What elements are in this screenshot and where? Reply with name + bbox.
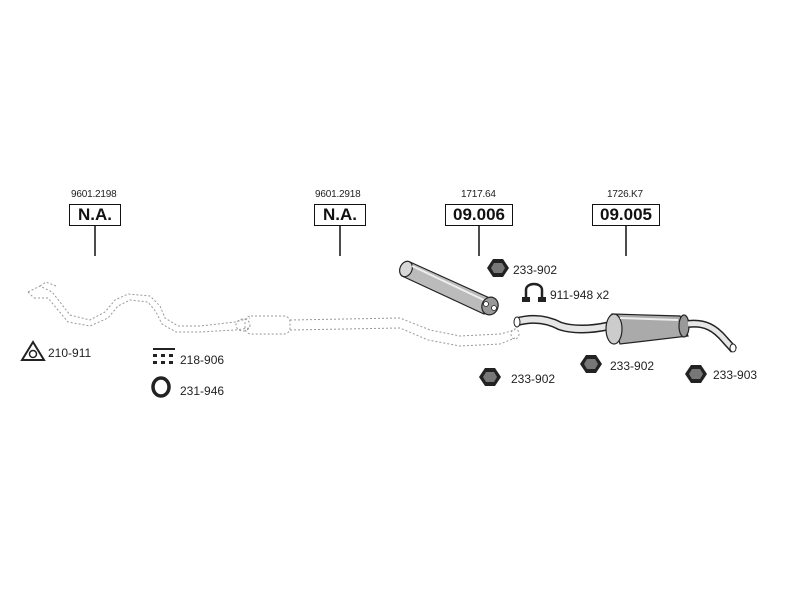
middle-pipe-not-available (244, 315, 520, 347)
assembly-ref-1: 9601.2198 (71, 189, 117, 200)
gasket-triangle-icon (20, 340, 46, 361)
rubber-hanger-icon (487, 259, 509, 277)
assembly-code-4[interactable]: 09.005 (592, 204, 660, 226)
part-label-210-911[interactable]: 210-911 (48, 346, 92, 360)
assembly-ref-3: 1717.64 (461, 189, 496, 200)
assembly-ref-2: 9601.2918 (315, 189, 361, 200)
front-pipe-not-available (27, 281, 251, 333)
part-label-233-902-middle[interactable]: 233-902 (610, 359, 655, 373)
part-label-233-902-bottom[interactable]: 233-902 (511, 372, 556, 386)
pipe-clamp-icon (522, 282, 546, 302)
part-label-911-948[interactable]: 911-948 x2 (550, 288, 610, 302)
assembly-code-2[interactable]: N.A. (314, 204, 366, 226)
assembly-code-1[interactable]: N.A. (69, 204, 121, 226)
bolt-kit-icon (153, 348, 175, 364)
rubber-hanger-icon (580, 355, 602, 373)
rubber-hanger-icon (685, 365, 707, 383)
part-label-233-902-top[interactable]: 233-902 (513, 263, 558, 277)
part-label-218-906[interactable]: 218-906 (180, 353, 225, 367)
front-silencer (399, 260, 499, 316)
part-label-231-946[interactable]: 231-946 (180, 384, 225, 398)
assembly-code-3[interactable]: 09.006 (445, 204, 513, 226)
sealing-ring-icon (151, 376, 171, 398)
rear-silencer (513, 313, 737, 353)
rubber-hanger-icon (479, 368, 501, 386)
part-label-233-903[interactable]: 233-903 (713, 368, 758, 382)
assembly-ref-4: 1726.K7 (607, 189, 643, 200)
